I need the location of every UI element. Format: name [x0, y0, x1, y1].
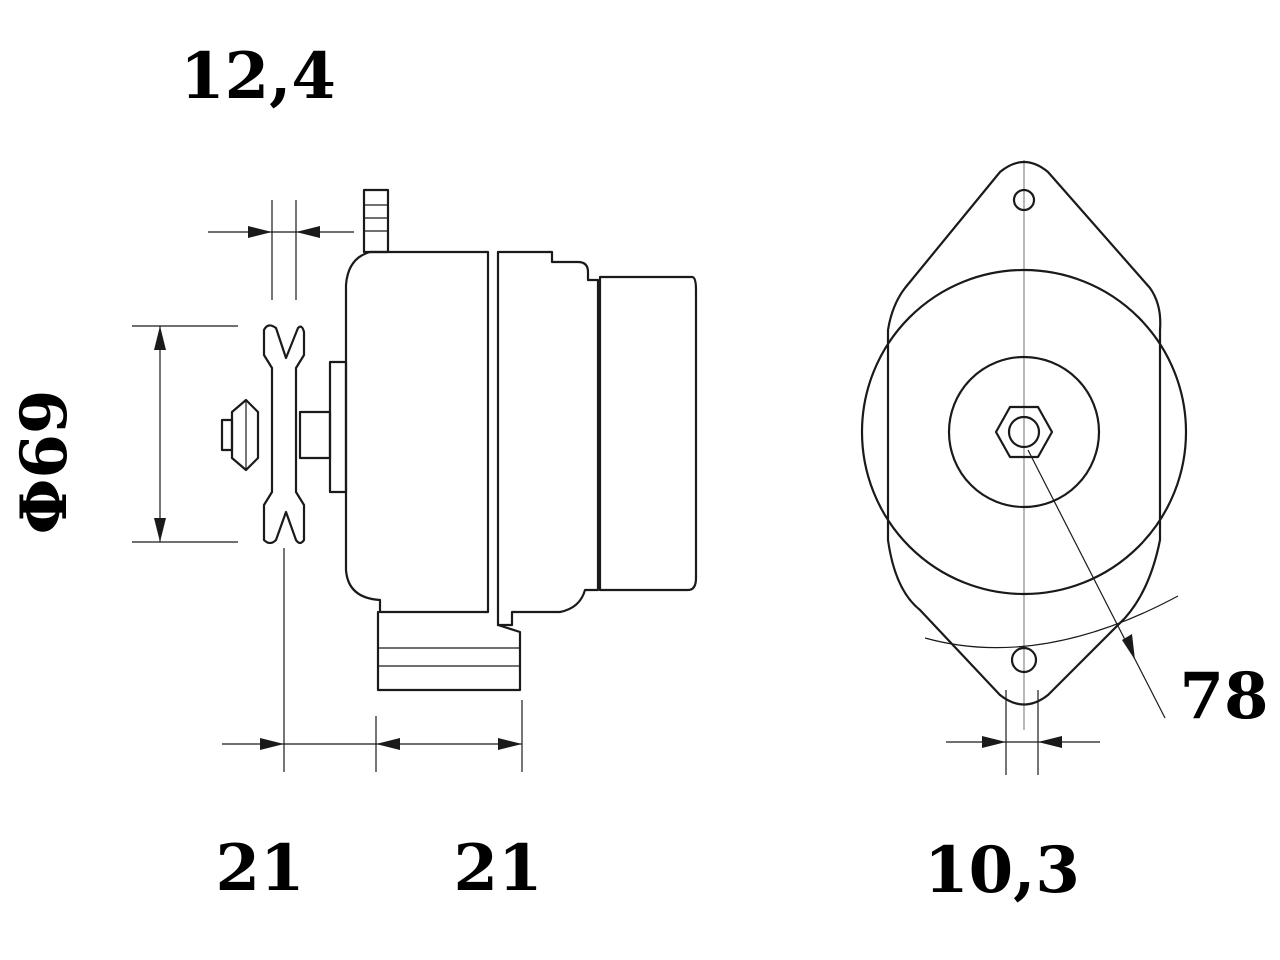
front-housing — [344, 250, 490, 614]
hub-flange — [328, 360, 348, 494]
dimension-pulley-diameter: Φ69 — [7, 325, 238, 543]
v-pulley — [262, 324, 306, 545]
rear-housing — [496, 250, 600, 627]
label-rear-length: 21 — [453, 831, 542, 906]
label-mount-radius: 78 — [1179, 659, 1268, 734]
radius-leader — [1027, 449, 1166, 719]
shaft-stub — [220, 418, 234, 452]
dimension-shaft-offset: 12,4 — [180, 39, 354, 300]
side-view: 12,4 Φ69 21 21 — [7, 39, 698, 906]
terminal-post — [362, 188, 390, 254]
dimension-lengths: 21 21 — [215, 548, 543, 906]
body-circle — [860, 268, 1188, 596]
bottom-mount-hole — [1010, 646, 1038, 674]
front-view: 78 10,3 — [860, 160, 1269, 908]
shaft — [298, 410, 332, 460]
mounting-plate — [886, 160, 1162, 706]
label-mount-width: 10,3 — [924, 833, 1080, 908]
pulley-nut — [230, 398, 260, 472]
pulley-circle — [947, 355, 1101, 509]
label-shaft-offset: 12,4 — [180, 39, 336, 114]
top-mount-hole — [1012, 188, 1036, 212]
label-front-length: 21 — [215, 831, 304, 906]
label-pulley-diameter: Φ69 — [7, 390, 82, 535]
radius-arc — [924, 595, 1179, 649]
mounting-foot — [376, 610, 522, 692]
dimension-mount-width: 10,3 — [924, 690, 1100, 908]
rear-cover — [598, 275, 698, 592]
shaft-center — [1007, 415, 1041, 449]
hex-nut — [994, 405, 1054, 459]
